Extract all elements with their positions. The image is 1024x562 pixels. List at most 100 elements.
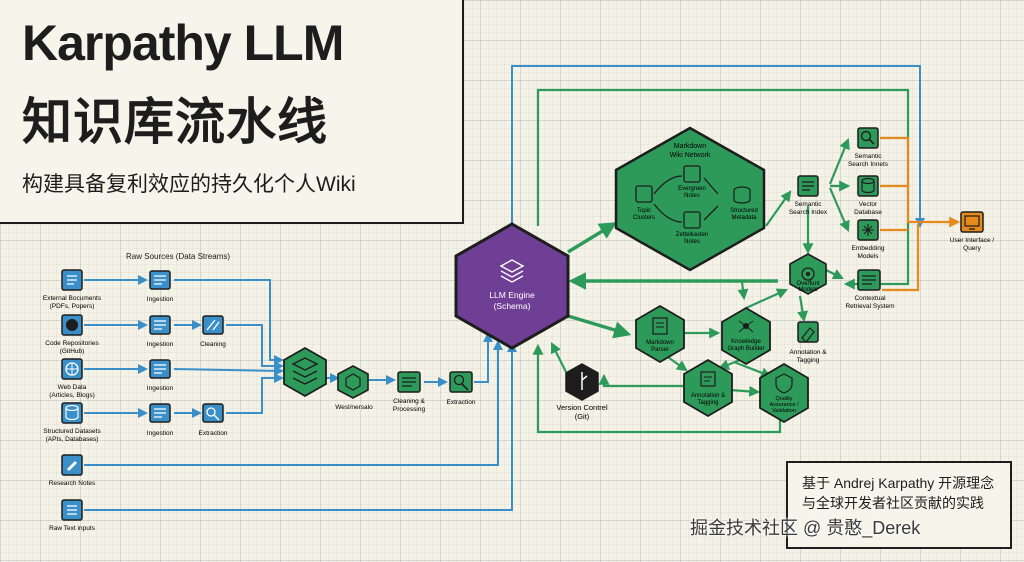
wiki-network-title: Markdown	[674, 143, 706, 150]
structured-metadata-node: Structured Metadata	[730, 186, 758, 221]
markdown-parser-node: Markdown Parser	[635, 304, 685, 364]
evergreen-notes-node: Evergreen Notes	[678, 165, 706, 199]
ingestion-label: Ingestion	[147, 430, 174, 437]
title-line-2: 知识库流水线	[22, 94, 328, 150]
note-box: 基于 Andrej Karpathy 开源理念与全球开发者社区贡献的实践	[786, 461, 1012, 549]
version-control-sublabel: (Git)	[575, 412, 590, 421]
vector-database-sublabel: Database	[854, 209, 882, 216]
green-connectors	[532, 88, 910, 434]
topic-clusters-sublabel: Clusters	[633, 215, 655, 221]
source-code-repositories: Code Repositories (GitHub)	[45, 314, 99, 355]
zettelkasten-label: Zettelkasten	[676, 232, 709, 238]
source-structured-datasets: Structured Datasets (APIs, Databases)	[43, 402, 101, 443]
wesunersalo-label: Wesl/nersalo	[335, 404, 373, 411]
blue-connectors	[84, 65, 925, 511]
annotation-tagging-right-node: Annotation & Tagging	[789, 321, 827, 364]
llm-engine-sublabel: (Schema)	[494, 301, 531, 311]
semantic-search-index-sublabel: Search Index	[789, 209, 828, 216]
vector-database-label: Vector	[859, 201, 878, 208]
source-label: Raw Text inputs	[49, 525, 96, 532]
overfunt-models-label: Overfunt	[796, 281, 819, 287]
ingestion-label: Ingestion	[147, 385, 174, 392]
embedding-models-node: Embedding Models	[852, 219, 885, 260]
structured-metadata-sublabel: Metadata	[731, 215, 757, 221]
embedding-models-sublabel: Models	[858, 253, 880, 260]
cleaning-processing-node: Cleaning & Processing	[393, 371, 426, 413]
contextual-retrieval-label: Contextual	[854, 295, 886, 302]
cleaning-processing-sublabel: Processing	[393, 406, 426, 413]
source-label: External Bocuments	[43, 295, 102, 302]
version-control-label: Version Contrel	[556, 403, 608, 412]
user-interface-label: User Interface /	[950, 237, 995, 244]
user-interface-node: User Interface / Query	[950, 211, 995, 252]
source-label: Code Repositories	[45, 340, 99, 347]
contextual-retrieval-sublabel: Retrieval System	[845, 303, 894, 310]
overfunt-models-sublabel: Models	[798, 287, 817, 293]
wesunersalo-node: Wesl/nersalo	[335, 365, 373, 411]
knowledge-graph-label: Knowledge	[731, 339, 761, 345]
source-external-documents: External Bocuments (PDFs, Popers)	[43, 269, 102, 310]
quality-assurance-node: Quality Assurance / Validation	[759, 362, 809, 424]
vector-database-node: Vector Database	[854, 175, 882, 216]
zettelkasten-sublabel: Notes	[684, 239, 700, 245]
source-sublabel: (Articles, Blogs)	[49, 392, 95, 399]
annotation-tagging-label: Annotation &	[691, 393, 725, 399]
source-label: Web Data	[58, 384, 87, 391]
raw-sources-label: Raw Sources (Data Streams)	[126, 252, 230, 261]
wiki-network-hex: Markdown Wiki Network Topic Clusters Eve…	[614, 126, 766, 272]
user-interface-sublabel: Query	[963, 245, 981, 252]
ingestion-node-2: Ingestion	[147, 315, 174, 348]
contextual-retrieval-node: Contextual Retrieval System	[845, 269, 895, 310]
ingestion-node-3: Ingestion	[147, 359, 174, 392]
semantic-search-index-node: Semantic Search Index	[789, 175, 828, 216]
title-block: Karpathy LLM 知识库流水线 构建具备复利效应的持久化个人Wiki	[0, 0, 464, 224]
semantic-search-index-label: Semantic	[794, 201, 822, 208]
title-line-1: Karpathy LLM	[22, 15, 344, 71]
watermark: 掘金技术社区 @ 贵憨_Derek	[690, 518, 921, 538]
semantic-search-insets-sublabel: Search Innets	[848, 161, 889, 168]
wiki-network-subtitle: Wiki Network	[670, 152, 711, 159]
markdown-parser-sublabel: Parser	[651, 347, 669, 353]
ingestion-node-4: Ingestion	[147, 403, 174, 437]
source-label: Research Notes	[49, 480, 96, 487]
markdown-parser-label: Markdown	[646, 340, 674, 346]
extraction-node: Extraction	[447, 371, 476, 406]
semantic-search-insets-node: Semantic Search Innets	[848, 127, 889, 168]
evergreen-sublabel: Notes	[684, 193, 700, 199]
zettelkasten-notes-node: Zettelkasten Notes	[676, 211, 709, 245]
embedding-models-label: Embedding	[852, 245, 885, 252]
quality-assurance-sublabel-2: Validation	[772, 408, 796, 414]
source-raw-text-inputs: Raw Text inputs	[49, 499, 96, 532]
merge-layers-hex	[283, 346, 327, 398]
quality-assurance-label: Quality	[775, 396, 792, 402]
cleaning-processing-label: Cleaning &	[393, 398, 425, 405]
llm-engine-label: LLM Engine	[489, 290, 535, 300]
source-research-notes: Research Notes	[49, 454, 96, 487]
topic-clusters-node: Topic Clusters	[633, 185, 655, 221]
version-control-node: Version Contrel (Git)	[556, 363, 608, 421]
subtitle: 构建具备复利效应的持久化个人Wiki	[22, 173, 356, 196]
note-text: 基于 Andrej Karpathy 开源理念与全球开发者社区贡献的实践	[802, 475, 995, 511]
structured-metadata-label: Structured	[730, 208, 758, 214]
evergreen-label: Evergreen	[678, 186, 706, 192]
semantic-search-insets-label: Semantic	[854, 153, 882, 160]
topic-clusters-label: Topic	[637, 208, 651, 214]
annotation-tagging-sublabel: Tagging	[797, 357, 820, 364]
ingestion-label: Ingestion	[147, 341, 174, 348]
cleaning-node: Cleaning	[200, 315, 226, 348]
extraction-label: Extraction	[199, 430, 228, 437]
annotation-tagging-label: Annotation &	[789, 349, 827, 356]
source-sublabel: (APIs, Databases)	[46, 436, 99, 443]
orange-connectors	[880, 136, 961, 292]
source-sublabel: (GitHub)	[60, 348, 85, 355]
knowledge-graph-sublabel: Graph Builder	[727, 346, 764, 352]
source-label: Structured Datasets	[43, 428, 101, 435]
annotation-tagging-center-node: Annotation & Tagging	[683, 358, 733, 418]
annotation-tagging-sublabel: Tagging	[697, 400, 718, 406]
source-sublabel: (PDFs, Popers)	[50, 303, 95, 310]
quality-assurance-sublabel: Assurance /	[769, 402, 799, 408]
cleaning-label: Cleaning	[200, 341, 226, 348]
ingestion-node-1: Ingestion	[147, 270, 174, 303]
llm-engine-hex: LLM Engine (Schema)	[454, 222, 570, 350]
